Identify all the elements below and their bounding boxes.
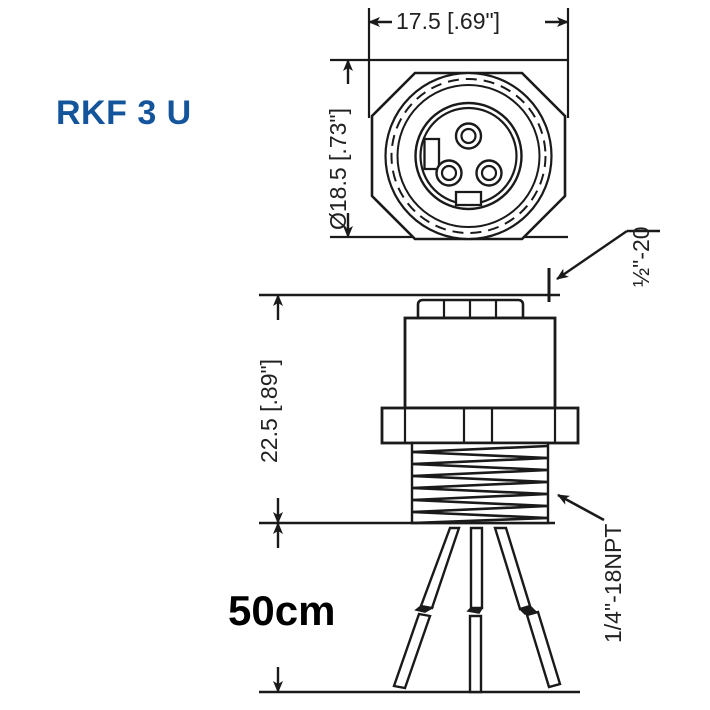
wire-break-marker (466, 607, 484, 614)
wire-break-marker (414, 605, 435, 613)
front-view (370, 71, 567, 241)
thread-root-5 (411, 498, 549, 508)
thread-root-2 (411, 462, 549, 472)
wire-break-marker (518, 605, 537, 615)
leader-half20 (547, 229, 660, 302)
dim-height-label: 22.5 [.89"] (256, 358, 282, 463)
mounting-thread-callout: 1/4"-18NPT (600, 523, 626, 643)
dim-width-label: 17.5 [.69"] (396, 8, 501, 34)
page-title: RKF 3 U (56, 94, 192, 132)
side-view (380, 298, 605, 694)
coupling-thread-callout: ½"-20 (628, 226, 654, 287)
cable-length-label: 50cm (228, 587, 336, 634)
wire-left (392, 526, 461, 690)
pin-3 (475, 159, 503, 187)
hex-flange (380, 406, 580, 445)
keyway-left (423, 137, 441, 171)
pin-1 (454, 122, 483, 150)
thread-root-4 (411, 486, 549, 496)
dim-width-group (367, 8, 570, 118)
thread-crest-1 (411, 444, 549, 454)
thread-root-3 (411, 474, 549, 484)
wire-center (466, 526, 484, 694)
thread-crest-6 (411, 504, 549, 514)
thread-crest-7 (411, 516, 549, 525)
dim-cable-group (259, 522, 580, 694)
leader-arrow-icon (556, 230, 628, 280)
npt-thread-section (410, 441, 550, 525)
keyway-bottom (454, 190, 483, 207)
thread-root-1 (411, 450, 549, 460)
knurl-ring-inner (396, 84, 541, 228)
thread-crest-4 (411, 480, 549, 490)
dim-diameter-label: Ø18.5 [.73"] (325, 108, 351, 230)
thread-root-6 (411, 510, 549, 520)
thread-crest-3 (411, 468, 549, 478)
wire-right (493, 526, 562, 689)
thread-crest-2 (411, 456, 549, 466)
pin-2 (435, 159, 463, 187)
thread-crest-5 (411, 492, 549, 502)
leader-arrow-icon (557, 493, 605, 522)
connector-body (403, 316, 557, 410)
knurl-ring-dashed (390, 78, 547, 234)
